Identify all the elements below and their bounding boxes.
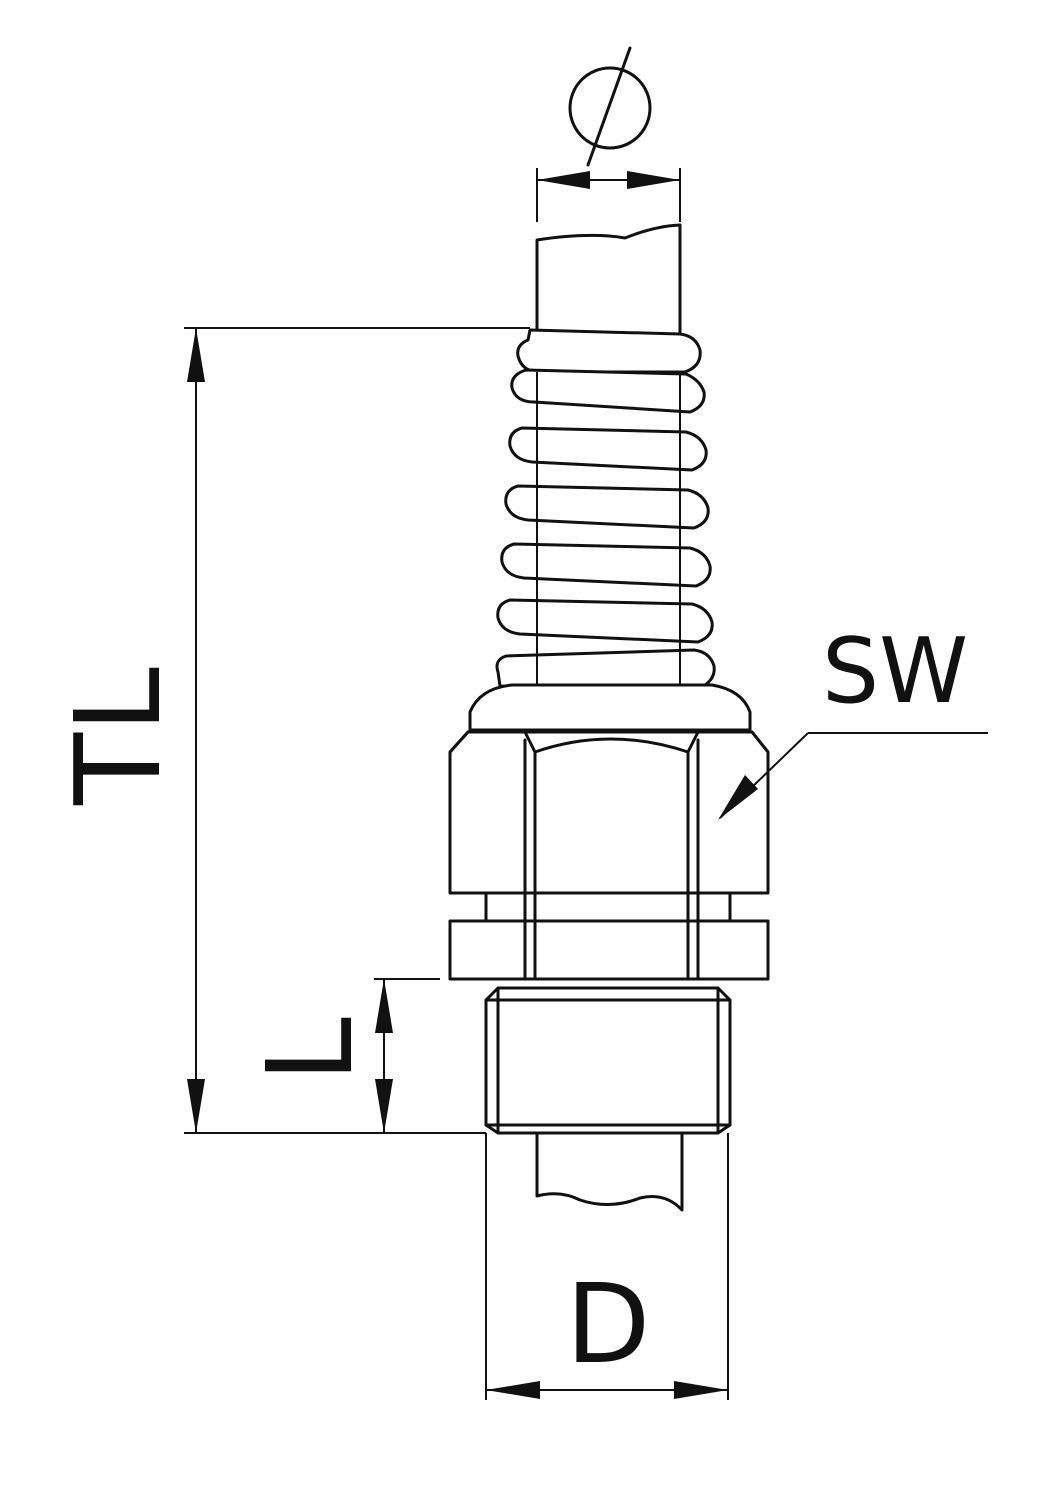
thread-length-label: L <box>241 1017 379 1083</box>
wrench-size-leader <box>718 732 988 820</box>
thread <box>484 986 732 1135</box>
thread-diameter-dimension <box>485 1133 729 1400</box>
body-ring <box>448 919 770 981</box>
seal-dome <box>468 683 752 732</box>
thread-length-dimension <box>374 978 440 1133</box>
total-length-dimension <box>184 327 530 1134</box>
hex-nut <box>448 730 770 895</box>
neck <box>484 891 732 923</box>
spring-coils <box>495 328 716 690</box>
cable-top <box>535 223 682 337</box>
cable-bottom <box>535 1131 684 1212</box>
wrench-size-label: SW <box>822 619 968 724</box>
total-length-label: TL <box>49 667 187 806</box>
cable-diameter-dimension <box>536 46 681 222</box>
thread-diameter-label: D <box>566 1260 651 1388</box>
